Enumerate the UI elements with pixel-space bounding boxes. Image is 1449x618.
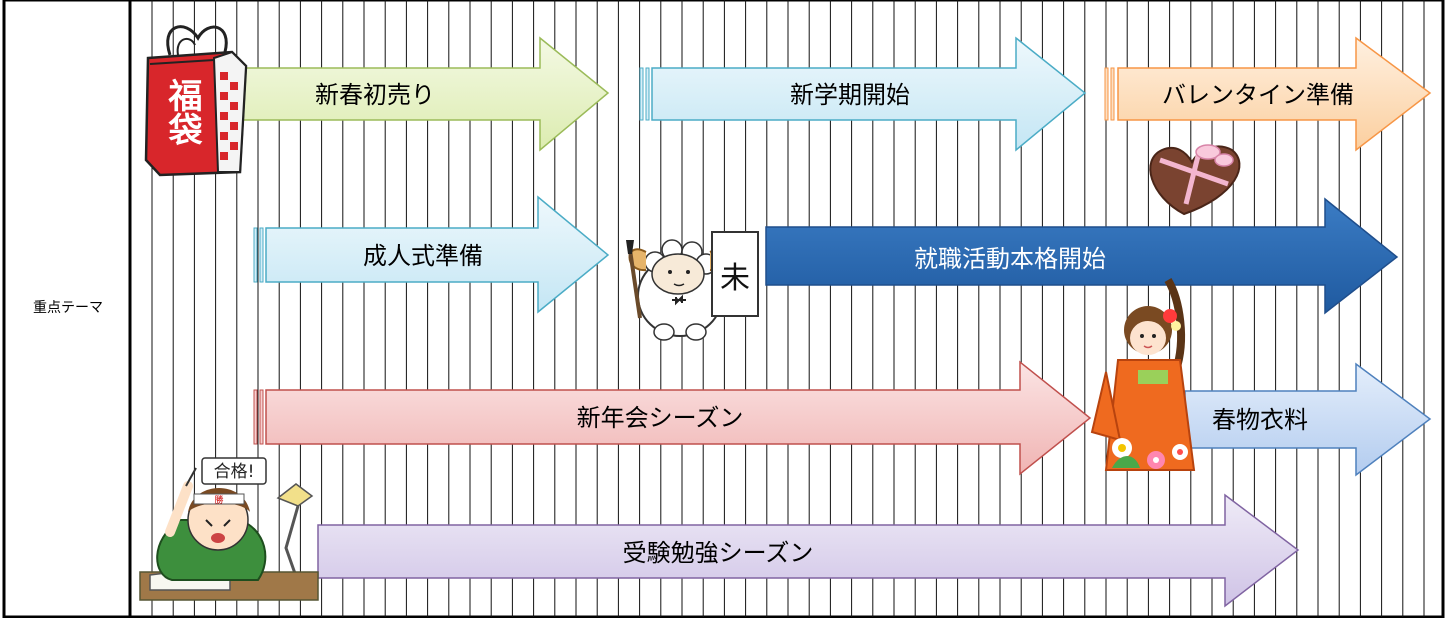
kimono-girl-illustration bbox=[1090, 277, 1196, 471]
fukubukuro-text: 福袋 bbox=[162, 78, 203, 146]
arrow-label-valentine: バレンタイン準備 bbox=[1162, 81, 1354, 109]
arrow-label-shingakki: 新学期開始 bbox=[790, 81, 910, 109]
arrow-label-seijinshiki: 成人式準備 bbox=[363, 242, 483, 270]
arrow-shingakki: 新学期開始 bbox=[639, 36, 1087, 152]
student-band-text: 勝 bbox=[214, 494, 223, 506]
arrow-label-shinshun: 新春初売り bbox=[315, 81, 435, 109]
arrow-label-juken: 受験勉強シーズン bbox=[623, 539, 814, 567]
student-sign-text: 合格! bbox=[214, 462, 255, 482]
sheep-sign-text: 未 bbox=[720, 261, 750, 296]
row-header: 重点テーマ bbox=[33, 300, 103, 316]
arrow-valentine: バレンタイン準備 bbox=[1104, 36, 1432, 152]
fukubukuro-illustration: 福袋 bbox=[144, 25, 248, 177]
arrow-seijinshiki: 成人式準備 bbox=[253, 195, 610, 314]
sheep-calligraphy-illustration: 未 bbox=[626, 231, 759, 341]
arrow-shushoku: 就職活動本格開始 bbox=[765, 197, 1399, 315]
arrow-shinshun: 新春初売り bbox=[237, 36, 610, 152]
heart-chocolate-icon bbox=[1149, 144, 1241, 216]
arrow-label-shinnenkai: 新年会シーズン bbox=[577, 404, 744, 432]
studying-student-illustration: 合格! 勝 bbox=[139, 457, 319, 601]
arrow-label-shushoku: 就職活動本格開始 bbox=[914, 245, 1106, 273]
arrow-juken: 受験勉強シーズン bbox=[317, 493, 1300, 608]
arrow-shinnenkai: 新年会シーズン bbox=[253, 360, 1092, 476]
arrow-label-harumono: 春物衣料 bbox=[1212, 406, 1308, 434]
arrow-harumono: 春物衣料 bbox=[1184, 362, 1432, 477]
